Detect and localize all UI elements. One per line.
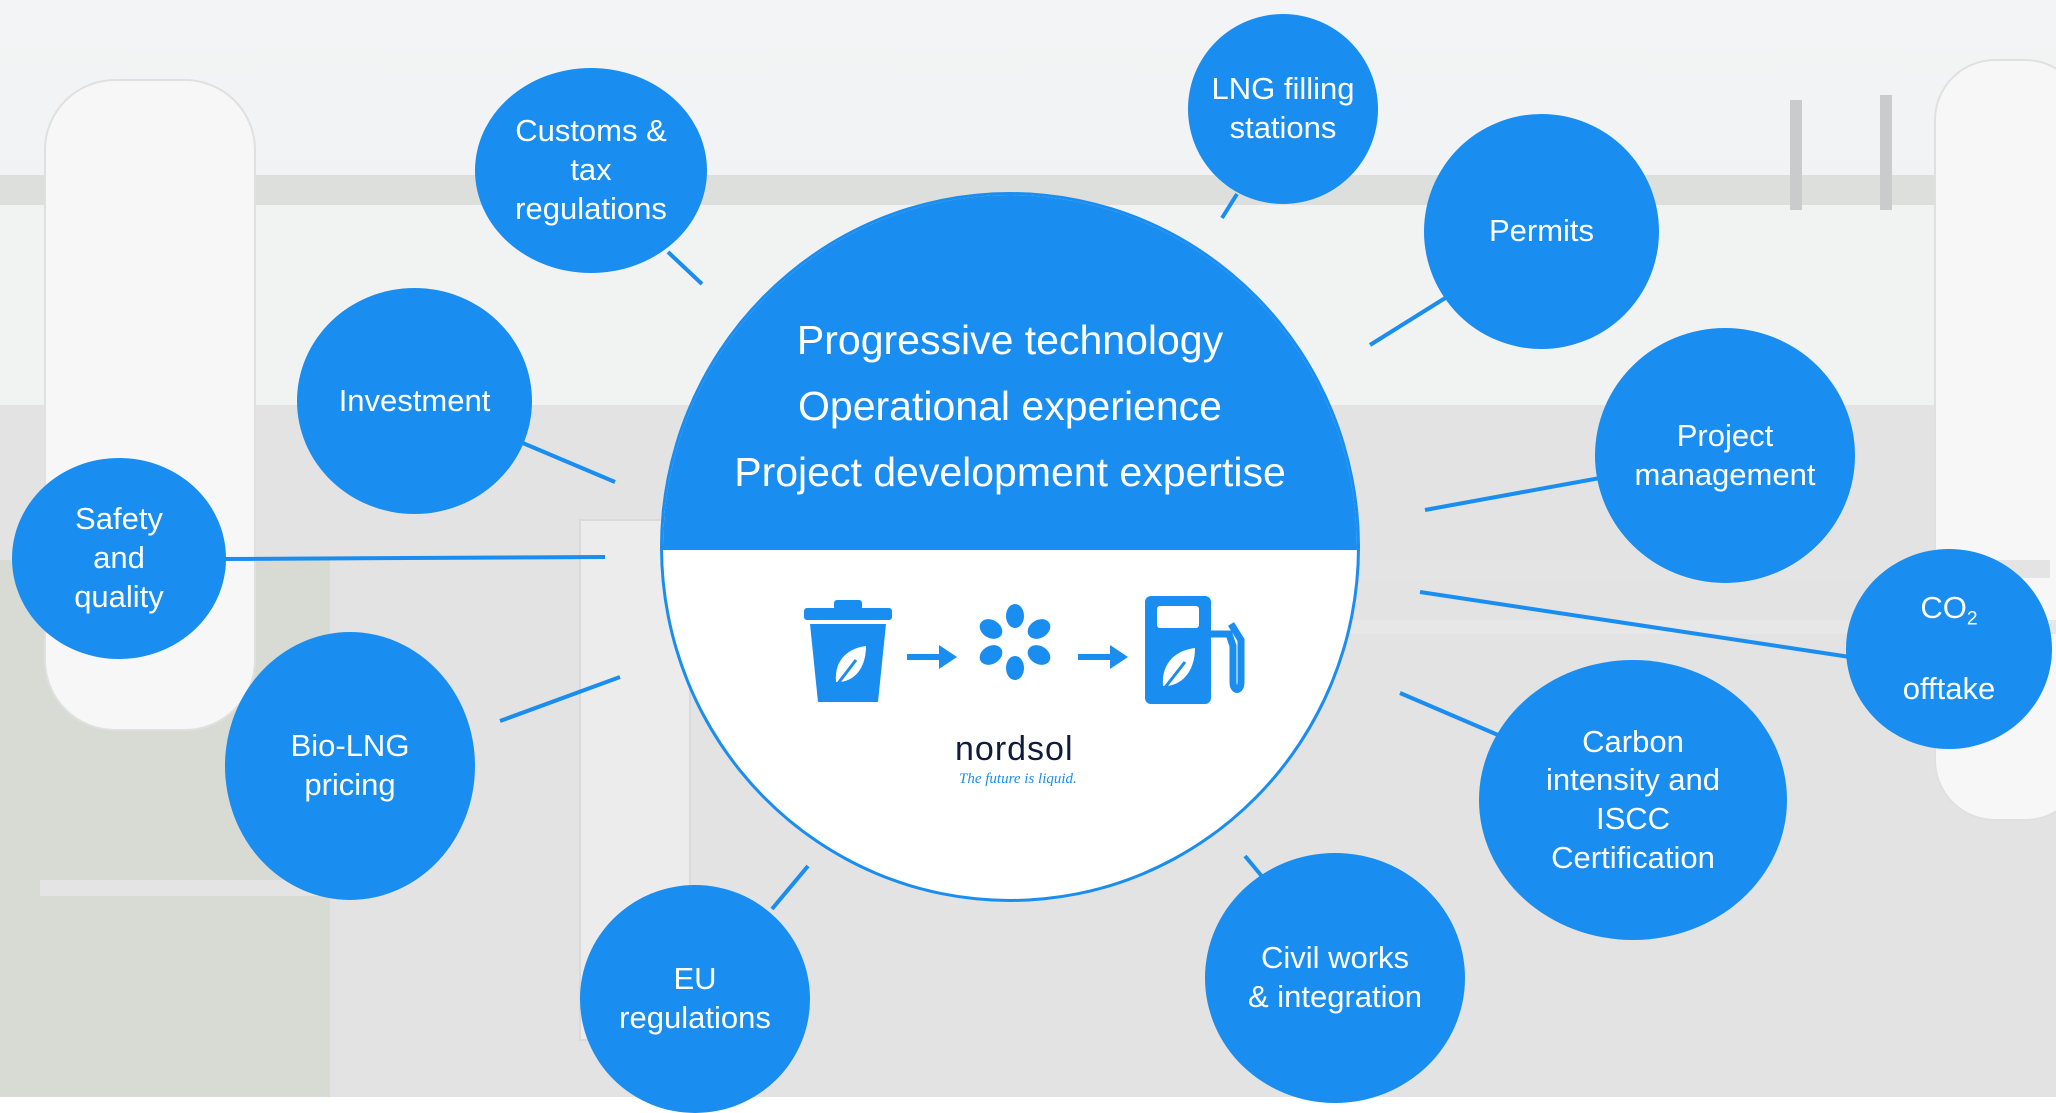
brand-name: nordsol — [955, 730, 1074, 768]
hub-line-experience: Operational experience — [798, 383, 1222, 429]
nordsol-flower-icon — [979, 604, 1051, 680]
co2-offtake-label: offtake — [1902, 671, 1996, 707]
connector-lines — [222, 192, 1851, 911]
hub-line-technology: Progressive technology — [796, 317, 1224, 363]
node-carbon-intensity-iscc: Carbon intensity and ISCC Certification — [1479, 660, 1787, 940]
bin-leaf-icon — [804, 600, 892, 702]
brand-tagline: The future is liquid. — [959, 771, 1077, 787]
arrow-right-icon — [907, 645, 957, 669]
node-safety-quality: Safety and quality — [12, 458, 226, 659]
hub-logo-panel: nordsol The future is liquid. — [663, 550, 1357, 899]
co2-label: CO — [1920, 589, 1967, 625]
node-bio-lng-pricing: Bio-LNG pricing — [225, 632, 475, 900]
node-co2-offtake: CO2 offtake — [1846, 549, 2052, 749]
arrow-right-icon — [1078, 645, 1128, 669]
node-civil-works-integration: Civil works & integration — [1205, 853, 1465, 1103]
node-customs-regulations: Customs & tax regulations — [475, 68, 707, 273]
co2-subscript: 2 — [1966, 608, 1978, 630]
hub-line-expertise: Project development expertise — [734, 449, 1286, 495]
central-hub: Progressive technology Operational exper… — [660, 192, 1360, 902]
node-lng-filling-stations: LNG filling stations — [1188, 14, 1378, 204]
node-eu-regulations: EU regulations — [580, 885, 810, 1113]
fuel-pump-leaf-icon — [1145, 596, 1245, 704]
node-permits: Permits — [1424, 114, 1659, 349]
node-project-management: Project management — [1595, 328, 1855, 583]
hub-capabilities-panel: Progressive technology Operational exper… — [663, 195, 1357, 550]
node-investment: Investment — [297, 288, 532, 514]
